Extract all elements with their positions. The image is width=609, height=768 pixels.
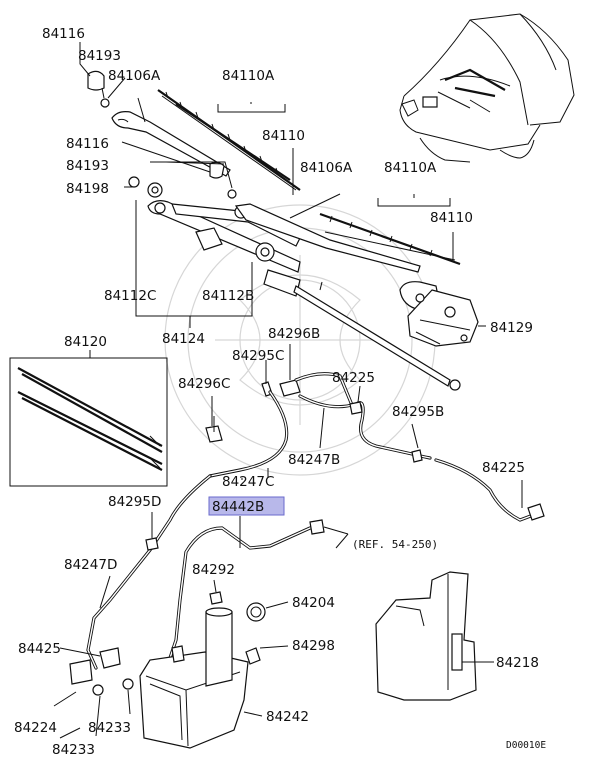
- part-label-84295C: 84295C: [232, 348, 284, 364]
- washer-tank-assembly: [53, 579, 289, 749]
- part-label-84116: 84116: [66, 136, 109, 152]
- part-label-84233: 84233: [52, 742, 95, 758]
- wiper-arm-cap-top: [79, 42, 126, 108]
- part-label-84112C: 84112C: [104, 288, 156, 304]
- part-label-84112B: 84112B: [202, 288, 254, 304]
- part-label-84233: 84233: [88, 720, 131, 736]
- wiper-linkage: [147, 182, 301, 297]
- vehicle-location-illustration: [399, 13, 575, 163]
- blade-refill-inset: [9, 350, 168, 487]
- linkage-long-rod: [293, 281, 461, 391]
- part-label-84296B: 84296B: [268, 326, 320, 342]
- wiper-blade-left: [157, 89, 301, 195]
- part-label-84247C: 84247C: [222, 474, 274, 490]
- part-label-84242: 84242: [266, 709, 309, 725]
- wiper-blade-right: [319, 194, 461, 266]
- part-label-84106A: 84106A: [108, 68, 161, 84]
- washer-nozzle-hose-assembly: [86, 344, 545, 670]
- part-label-84204: 84204: [292, 595, 335, 611]
- part-label-84225: 84225: [332, 370, 375, 386]
- part-label-84120: 84120: [64, 334, 107, 350]
- part-label-84198: 84198: [66, 181, 109, 197]
- leader-lines-top: [135, 161, 253, 328]
- part-label-84298: 84298: [292, 638, 335, 654]
- part-label-84106A: 84106A: [300, 160, 353, 176]
- part-label-84124: 84124: [162, 331, 205, 347]
- reference-reservoir-illustration: [375, 571, 494, 701]
- part-label-84193: 84193: [78, 48, 121, 64]
- part-label-84129: 84129: [490, 320, 533, 336]
- part-label-84425: 84425: [18, 641, 61, 657]
- part-label-84224: 84224: [14, 720, 57, 736]
- part-label-84295B: 84295B: [392, 404, 444, 420]
- part-number-labels: 84116 84193 84106A 84110A 84110 84116 84…: [14, 26, 546, 758]
- part-label-84247D: 84247D: [64, 557, 117, 573]
- highlighted-part-box: [208, 496, 285, 516]
- wiper-arm-right: [234, 193, 421, 273]
- part-label-84110: 84110: [430, 210, 473, 226]
- part-label-84218: 84218: [496, 655, 539, 671]
- part-label-84292: 84292: [192, 562, 235, 578]
- part-label-84247B: 84247B: [288, 452, 340, 468]
- wiper-motor: [399, 281, 486, 347]
- diagram-code: D00010E: [506, 740, 546, 751]
- part-label-84116: 84116: [42, 26, 85, 42]
- part-label-84225: 84225: [482, 460, 525, 476]
- part-label-84110: 84110: [262, 128, 305, 144]
- part-label-84296C: 84296C: [178, 376, 230, 392]
- part-label-84193: 84193: [66, 158, 109, 174]
- part-label-84110A: 84110A: [384, 160, 437, 176]
- reference-note: (REF. 54-250): [352, 538, 438, 551]
- part-label-84295D: 84295D: [108, 494, 161, 510]
- part-label-84442B: 84442B: [212, 499, 264, 515]
- part-label-84110A: 84110A: [222, 68, 275, 84]
